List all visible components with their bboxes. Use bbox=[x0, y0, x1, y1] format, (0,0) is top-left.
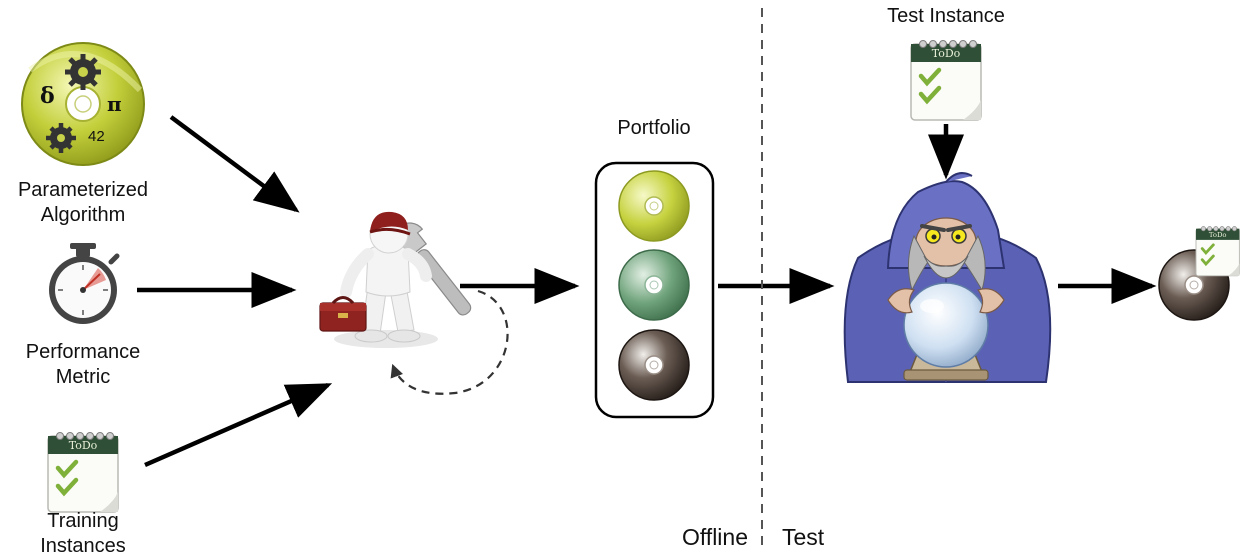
portfolio-box bbox=[594, 161, 715, 419]
arrow-algorithm-to-configurator bbox=[169, 115, 300, 213]
pi-symbol: π bbox=[107, 92, 122, 116]
wizard-selector-icon bbox=[843, 172, 1052, 383]
label-line: Training bbox=[47, 510, 119, 532]
delta-symbol: δ bbox=[40, 83, 55, 109]
self-loop-arrow bbox=[390, 289, 509, 395]
gear-small-icon bbox=[46, 123, 76, 153]
label-line: Instances bbox=[40, 535, 126, 557]
parameterized-algorithm-label: Parameterized Algorithm bbox=[3, 178, 163, 228]
portfolio-label: Portfolio bbox=[617, 117, 691, 139]
number-42: 42 bbox=[88, 128, 105, 145]
arrow-training-to-configurator bbox=[144, 382, 333, 468]
label-line: Performance bbox=[25, 341, 141, 363]
label-line: Algorithm bbox=[40, 204, 126, 226]
performance-metric-label: Performance Metric bbox=[3, 340, 163, 390]
selected-instance-todo-icon: ToDo bbox=[1194, 225, 1241, 278]
portfolio-disc-yellow-green-icon bbox=[618, 170, 690, 242]
gear-icon bbox=[65, 54, 101, 90]
label-line: Parameterized bbox=[17, 179, 149, 201]
offline-phase-label: Offline bbox=[681, 524, 748, 550]
todo-card-text: ToDo bbox=[932, 47, 961, 60]
portfolio-disc-dark-icon bbox=[618, 329, 690, 401]
portfolio-disc-green-icon bbox=[618, 249, 690, 321]
stopwatch-icon bbox=[49, 243, 120, 324]
configurator-figure-icon bbox=[319, 211, 472, 348]
label-line: Metric bbox=[55, 366, 111, 388]
test-instance-todo-icon: ToDo bbox=[911, 41, 981, 121]
training-instances-label: Training Instances bbox=[3, 509, 163, 557]
test-instance-label: Test Instance bbox=[887, 5, 1005, 27]
test-phase-label: Test bbox=[782, 524, 825, 550]
todo-card-text: ToDo bbox=[69, 439, 98, 452]
training-instances-todo-icon: ToDo bbox=[48, 433, 118, 513]
todo-card-text: ToDo bbox=[1209, 231, 1227, 239]
parameterized-algorithm-disc-icon: δ π 42 bbox=[21, 42, 145, 166]
